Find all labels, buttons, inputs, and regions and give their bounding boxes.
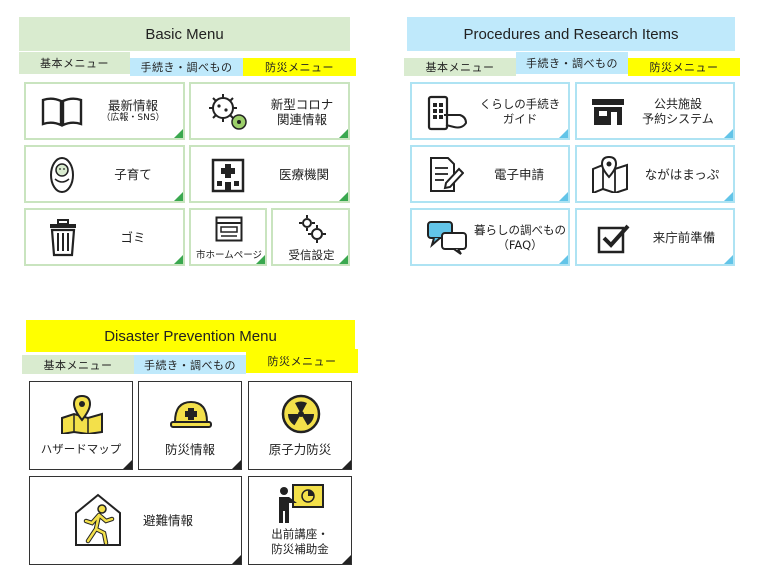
chat-bubbles-icon xyxy=(427,221,467,255)
radiation-icon xyxy=(281,394,321,434)
tab-procedures[interactable]: 手続き・調べもの xyxy=(516,52,628,74)
card-corner-marker xyxy=(339,255,348,264)
tab-basic[interactable]: 基本メニュー xyxy=(19,52,130,74)
card-corner-marker xyxy=(559,129,568,138)
evacuation-info-label: 避難情報 xyxy=(142,513,193,528)
card-corner-marker xyxy=(342,555,351,564)
latest-info-card[interactable]: 最新情報 （広報・SNS） xyxy=(24,82,185,140)
procedures-panel: Procedures and Research Items 基本メニュー 手続き… xyxy=(400,0,745,270)
living-procedures-line2: ガイド xyxy=(502,112,538,126)
hazard-map-label: ハザードマップ xyxy=(40,442,122,456)
e-application-label: 電子申請 xyxy=(493,167,544,182)
childcare-label: 子育て xyxy=(114,167,152,182)
childcare-card[interactable]: 子育て xyxy=(24,145,185,203)
evacuation-icon xyxy=(75,493,121,546)
visit-preparation-label: 来庁前準備 xyxy=(652,230,716,245)
faq-line2: （FAQ） xyxy=(497,238,543,252)
card-corner-marker xyxy=(339,129,348,138)
hospital-icon xyxy=(211,158,245,193)
building-icon xyxy=(592,99,624,125)
card-corner-marker xyxy=(174,129,183,138)
procedures-title: Procedures and Research Items xyxy=(407,17,735,51)
checkbox-icon xyxy=(597,224,630,254)
facility-reservation-line2: 予約システム xyxy=(642,112,714,126)
facility-reservation-card[interactable]: 公共施設 予約システム xyxy=(575,82,735,140)
e-application-card[interactable]: 電子申請 xyxy=(410,145,570,203)
lecture-subsidy-label: 出前講座・ 防災補助金 xyxy=(251,527,349,557)
disaster-menu-title: Disaster Prevention Menu xyxy=(26,320,355,352)
city-homepage-label: 市ホームページ xyxy=(195,250,263,261)
basic-menu-title: Basic Menu xyxy=(19,17,350,51)
book-icon xyxy=(41,97,83,127)
tab-basic[interactable]: 基本メニュー xyxy=(22,355,134,374)
evacuation-info-card[interactable]: 避難情報 xyxy=(29,476,242,565)
covid-info-line1: 新型コロナ xyxy=(270,97,334,112)
disaster-menu-panel: Disaster Prevention Menu 基本メニュー 手続き・調べもの… xyxy=(0,318,360,578)
lecture-subsidy-line2: 防災補助金 xyxy=(271,542,329,556)
nuclear-disaster-label: 原子力防災 xyxy=(268,442,332,457)
faq-line1: 暮らしの調べもの xyxy=(474,223,566,237)
tab-procedures[interactable]: 手続き・調べもの xyxy=(130,58,243,76)
city-homepage-card[interactable]: 市ホームページ xyxy=(189,208,267,266)
living-procedures-line1: くらしの手続き xyxy=(479,97,561,111)
nagahama-map-label: ながはまっぷ xyxy=(644,167,720,182)
card-corner-marker xyxy=(123,460,132,469)
covid-info-label: 新型コロナ 関連情報 xyxy=(263,97,341,127)
document-pen-icon xyxy=(430,157,464,192)
hazard-map-card[interactable]: ハザードマップ xyxy=(29,381,133,470)
latest-info-title: 最新情報 xyxy=(107,98,158,113)
card-corner-marker xyxy=(559,255,568,264)
card-corner-marker xyxy=(342,460,351,469)
card-corner-marker xyxy=(256,255,265,264)
covid-info-card[interactable]: 新型コロナ 関連情報 xyxy=(189,82,350,140)
faq-card[interactable]: 暮らしの調べもの （FAQ） xyxy=(410,208,570,266)
disaster-info-card[interactable]: 防災情報 xyxy=(138,381,242,470)
covid-info-line2: 関連情報 xyxy=(276,112,327,127)
latest-info-label: 最新情報 （広報・SNS） xyxy=(100,98,166,124)
living-procedures-guide-label: くらしの手続き ガイド xyxy=(474,97,566,127)
trash-can-icon xyxy=(50,219,76,257)
card-corner-marker xyxy=(232,555,241,564)
visit-preparation-card[interactable]: 来庁前準備 xyxy=(575,208,735,266)
safety-helmet-icon xyxy=(170,400,212,428)
living-procedures-guide-card[interactable]: くらしの手続き ガイド xyxy=(410,82,570,140)
facility-reservation-label: 公共施設 予約システム xyxy=(635,97,721,127)
tab-disaster[interactable]: 防災メニュー xyxy=(628,58,740,76)
tab-disaster[interactable]: 防災メニュー xyxy=(243,58,356,76)
browser-window-icon xyxy=(215,216,243,242)
card-corner-marker xyxy=(339,192,348,201)
hazard-map-icon xyxy=(61,394,103,434)
card-corner-marker xyxy=(232,460,241,469)
lecture-icon xyxy=(279,484,324,523)
card-corner-marker xyxy=(174,192,183,201)
lecture-subsidy-card[interactable]: 出前講座・ 防災補助金 xyxy=(248,476,352,565)
latest-info-subtitle: （広報・SNS） xyxy=(101,113,165,123)
medical-institutions-card[interactable]: 医療機関 xyxy=(189,145,350,203)
disaster-info-label: 防災情報 xyxy=(164,442,215,457)
card-corner-marker xyxy=(174,255,183,264)
garbage-card[interactable]: ゴミ xyxy=(24,208,185,266)
tab-disaster[interactable]: 防災メニュー xyxy=(246,349,358,373)
notification-settings-card[interactable]: 受信設定 xyxy=(271,208,350,266)
baby-icon xyxy=(50,157,74,193)
card-corner-marker xyxy=(559,192,568,201)
faq-label: 暮らしの調べもの （FAQ） xyxy=(472,223,568,253)
medical-institutions-label: 医療機関 xyxy=(278,167,329,182)
notification-settings-label: 受信設定 xyxy=(288,248,335,262)
card-corner-marker xyxy=(724,255,733,264)
tab-basic[interactable]: 基本メニュー xyxy=(404,58,516,76)
garbage-label: ゴミ xyxy=(120,230,146,245)
tab-procedures[interactable]: 手続き・調べもの xyxy=(134,355,246,374)
basic-menu-panel: Basic Menu 基本メニュー 手続き・調べもの 防災メニュー 最新情報 （… xyxy=(0,0,360,270)
smartphone-hand-icon xyxy=(427,95,468,131)
card-corner-marker xyxy=(724,129,733,138)
gears-icon xyxy=(299,215,326,243)
nuclear-disaster-card[interactable]: 原子力防災 xyxy=(248,381,352,470)
facility-reservation-line1: 公共施設 xyxy=(653,97,702,111)
map-pin-icon xyxy=(592,155,628,193)
virus-icon xyxy=(209,94,247,130)
lecture-subsidy-line1: 出前講座・ xyxy=(271,527,329,541)
card-corner-marker xyxy=(724,192,733,201)
nagahama-map-card[interactable]: ながはまっぷ xyxy=(575,145,735,203)
